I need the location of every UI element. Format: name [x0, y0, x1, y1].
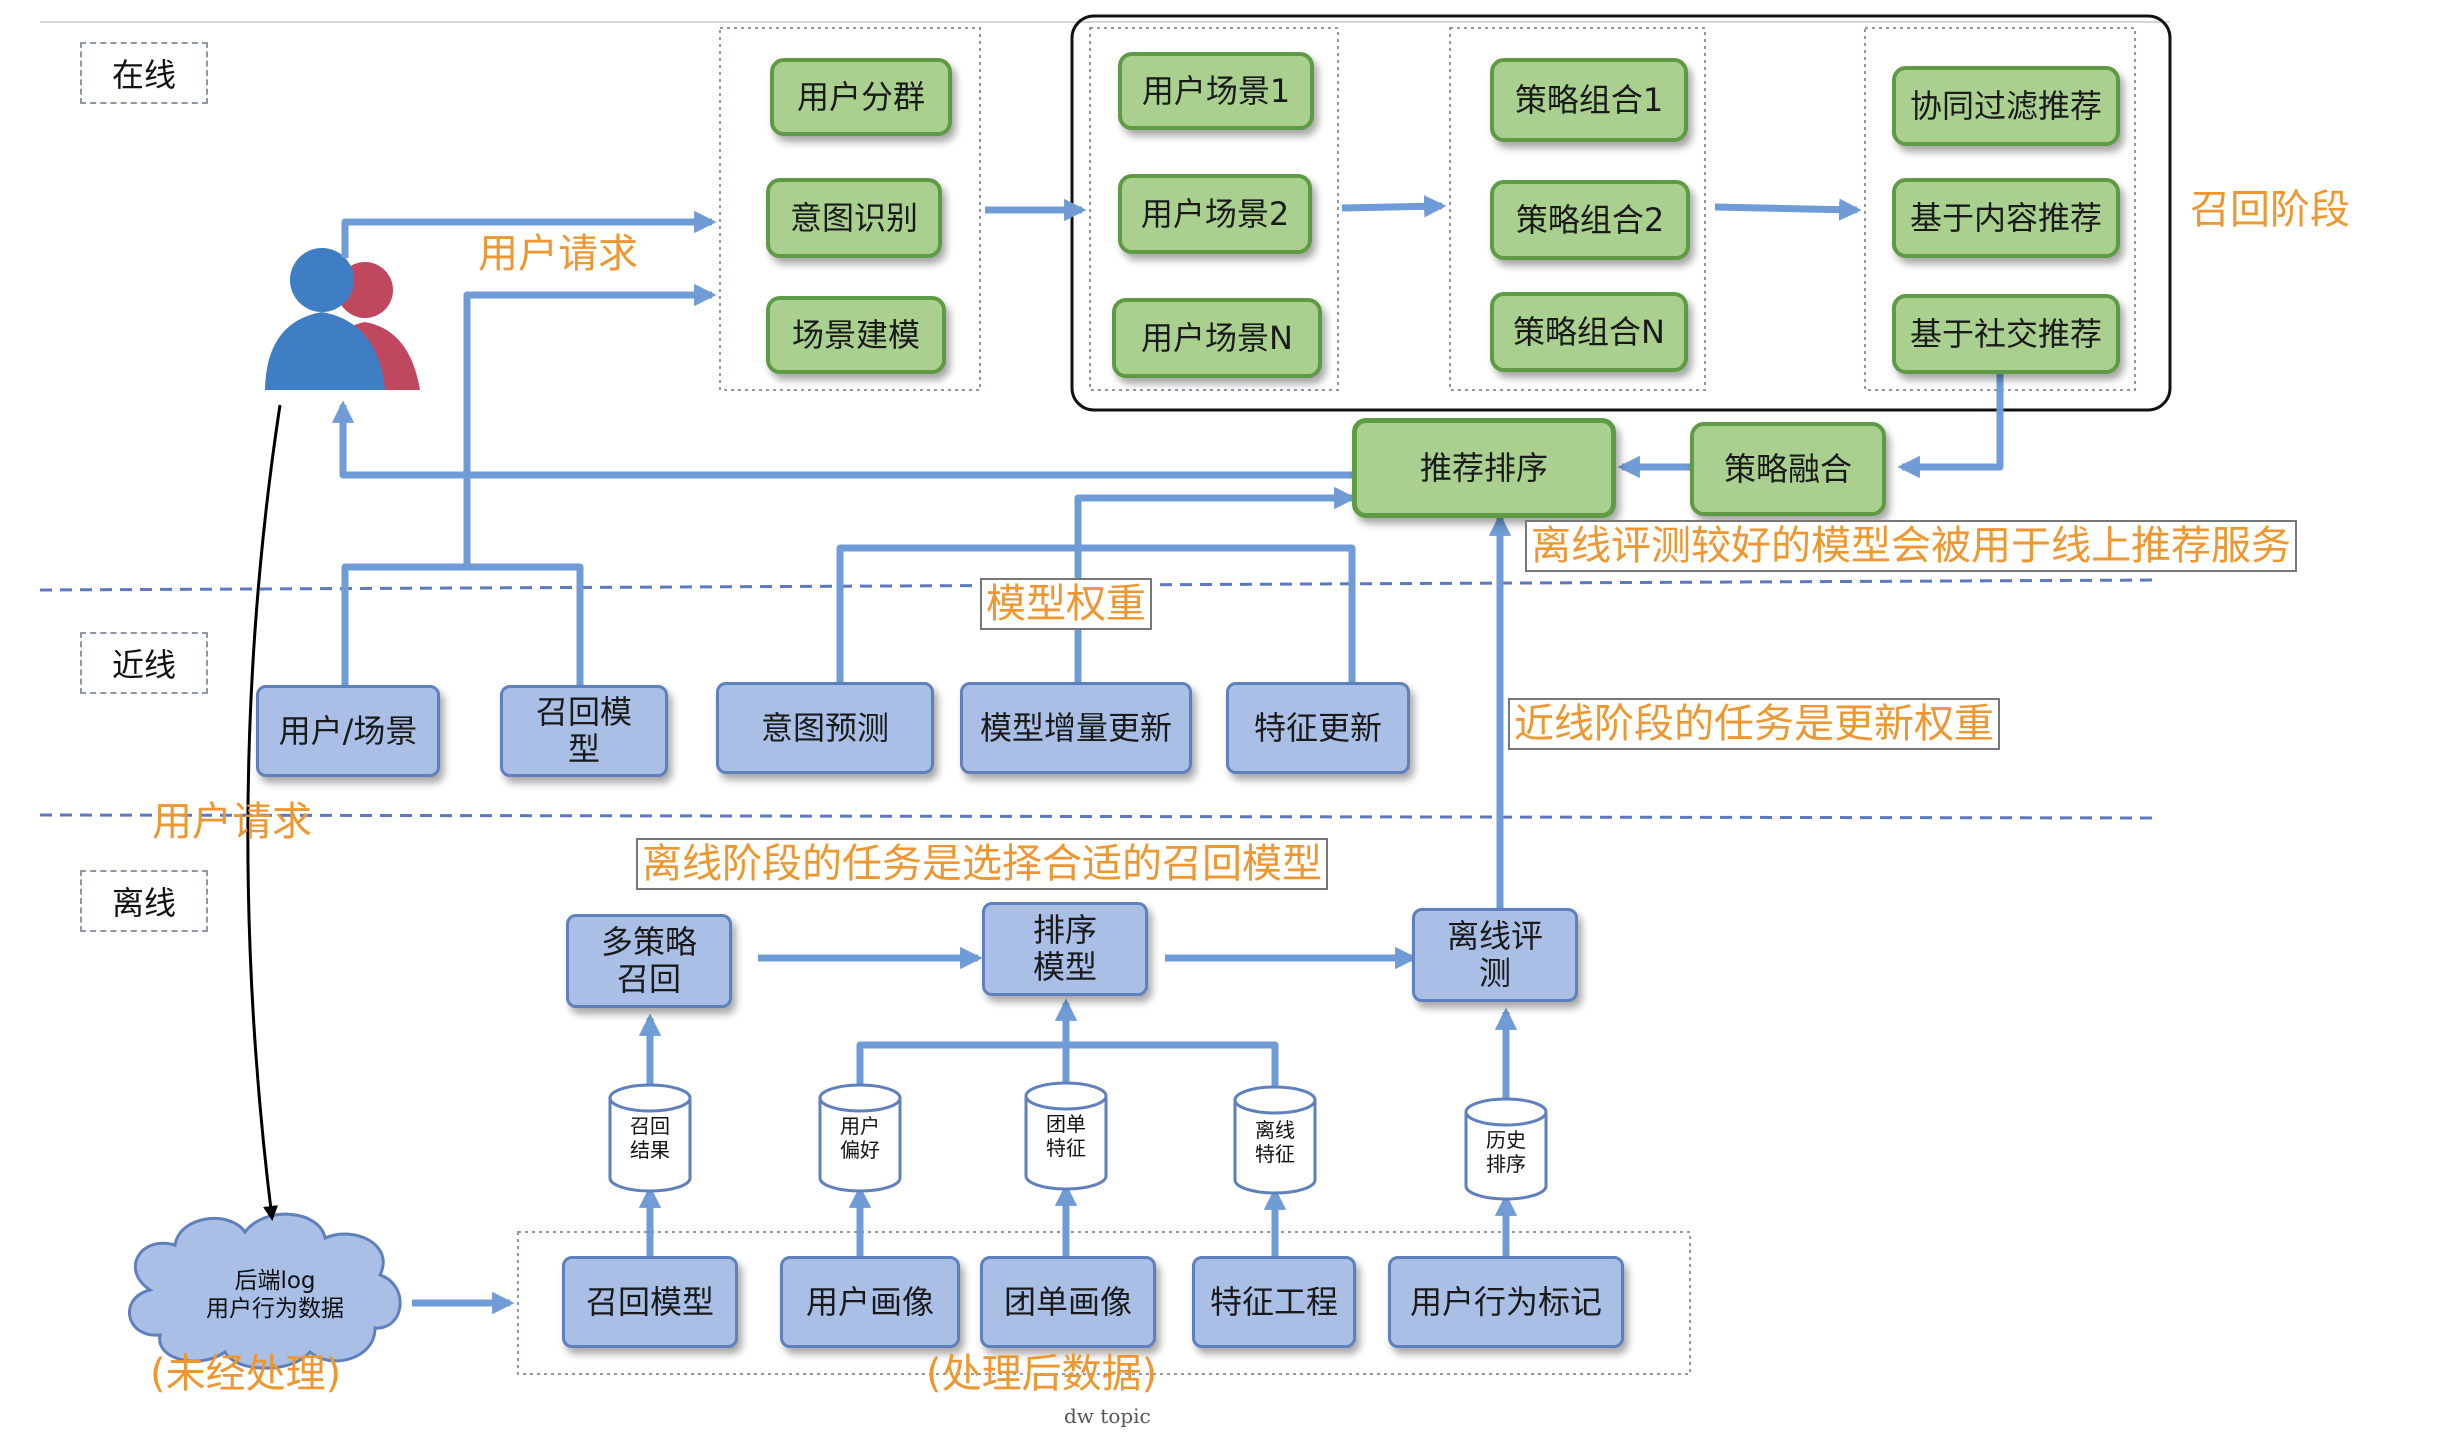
datastore-user-preference: 用户偏好 — [820, 1112, 900, 1182]
arrow-recommender-to-fusion — [1897, 372, 2004, 479]
arrow-request-nearline — [463, 283, 717, 565]
arrow-intent-pred-to-ranking — [836, 544, 1356, 682]
datastore-history-rank: 历史排序 — [1466, 1126, 1546, 1196]
node-multi-strategy-recall[interactable]: 多策略召回 — [566, 914, 732, 1008]
datastore-label: 召回结果 — [630, 1114, 670, 1162]
node-user-profile[interactable]: 用户画像 — [780, 1256, 960, 1348]
datastore-label: 离线特征 — [1255, 1118, 1295, 1166]
node-recommend-ranking[interactable]: 推荐排序 — [1352, 418, 1616, 518]
annotation-processed-data: (处理后数据) — [926, 1351, 1158, 1397]
node-scene-1[interactable]: 用户场景1 — [1118, 52, 1314, 130]
node-strategy-n[interactable]: 策略组合N — [1490, 292, 1688, 372]
node-social-based[interactable]: 基于社交推荐 — [1892, 294, 2120, 374]
annotation-nearline-task: 近线阶段的任务是更新权重 — [1508, 698, 2000, 750]
arrow-request-online — [341, 210, 717, 258]
annotation-online-serving: 离线评测较好的模型会被用于线上推荐服务 — [1525, 520, 2297, 572]
node-scene-2[interactable]: 用户场景2 — [1118, 174, 1312, 254]
datastore-team-features: 团单特征 — [1026, 1110, 1106, 1180]
arrow-scenes-to-strategies — [1341, 195, 1447, 218]
arrow-user-to-log — [246, 404, 282, 1221]
cloud-line-2: 用户行为数据 — [206, 1295, 344, 1322]
user-icon — [265, 248, 420, 390]
processed-data-frame — [517, 1231, 1691, 1375]
arrow-ranking-to-user — [331, 400, 1355, 479]
cylinder-user-pref — [818, 1083, 902, 1193]
node-feature-update[interactable]: 特征更新 — [1226, 682, 1410, 774]
datastore-label: 历史排序 — [1486, 1128, 1526, 1176]
cylinder-team-features — [1024, 1081, 1108, 1191]
node-user-segmentation[interactable]: 用户分群 — [770, 58, 952, 136]
node-scene-modeling[interactable]: 场景建模 — [766, 296, 946, 374]
node-recall-model-proc[interactable]: 召回模型 — [562, 1256, 738, 1348]
annotation-user-request-2: 用户请求 — [152, 799, 312, 845]
separator-nearline-offline — [39, 813, 2161, 820]
tier-label-nearline: 近线 — [80, 632, 208, 694]
intent-group-frame — [719, 27, 981, 391]
node-offline-evaluation[interactable]: 离线评测 — [1412, 908, 1578, 1002]
cloud-line-1: 后端log — [234, 1268, 316, 1294]
datastore-offline-features: 离线特征 — [1235, 1116, 1315, 1186]
cloud-shape — [128, 1212, 402, 1370]
scene-group-frame — [1089, 27, 1339, 391]
annotation-recall-stage: 召回阶段 — [2190, 187, 2350, 233]
annotation-offline-task: 离线阶段的任务是选择合适的召回模型 — [636, 838, 1328, 890]
datastore-label: 团单特征 — [1046, 1112, 1086, 1160]
node-content-based[interactable]: 基于内容推荐 — [1892, 178, 2120, 258]
cylinder-recall-result — [608, 1083, 692, 1193]
tier-label-online: 在线 — [80, 42, 208, 104]
footer-caption: dw topic — [1064, 1404, 1151, 1428]
node-recall-model-nearline[interactable]: 召回模型 — [500, 685, 668, 777]
annotation-user-request-1: 用户请求 — [478, 231, 638, 277]
node-feature-engineering[interactable]: 特征工程 — [1192, 1256, 1356, 1348]
annotation-model-weight: 模型权重 — [980, 578, 1152, 630]
node-strategy-2[interactable]: 策略组合2 — [1490, 180, 1690, 260]
node-behavior-labeling[interactable]: 用户行为标记 — [1388, 1256, 1624, 1348]
tier-label-offline: 离线 — [80, 870, 208, 932]
strategy-group-frame — [1449, 27, 1706, 391]
node-scene-n[interactable]: 用户场景N — [1112, 298, 1322, 378]
node-user-scene[interactable]: 用户/场景 — [256, 685, 440, 777]
cylinder-history-rank — [1464, 1097, 1548, 1201]
node-strategy-fusion[interactable]: 策略融合 — [1690, 422, 1886, 516]
annotation-raw-data: (未经处理) — [150, 1351, 342, 1397]
connector-nearline-user — [341, 563, 584, 685]
node-strategy-1[interactable]: 策略组合1 — [1490, 58, 1688, 142]
node-incremental-update[interactable]: 模型增量更新 — [960, 682, 1192, 774]
arrow-strategies-to-recommenders — [1714, 198, 1862, 221]
node-team-profile[interactable]: 团单画像 — [980, 1256, 1156, 1348]
node-collaborative-filtering[interactable]: 协同过滤推荐 — [1892, 66, 2120, 146]
cylinder-offline-features — [1233, 1085, 1317, 1195]
node-intent-recognition[interactable]: 意图识别 — [766, 178, 942, 258]
node-rank-model[interactable]: 排序模型 — [982, 902, 1148, 996]
recommender-group-frame — [1864, 27, 2136, 391]
node-intent-prediction[interactable]: 意图预测 — [716, 682, 934, 774]
cloud-log-text: 后端log 用户行为数据 — [160, 1268, 390, 1323]
datastore-recall-result: 召回结果 — [610, 1112, 690, 1182]
datastore-cylinders — [608, 1081, 1548, 1201]
datastore-label: 用户偏好 — [840, 1114, 880, 1162]
